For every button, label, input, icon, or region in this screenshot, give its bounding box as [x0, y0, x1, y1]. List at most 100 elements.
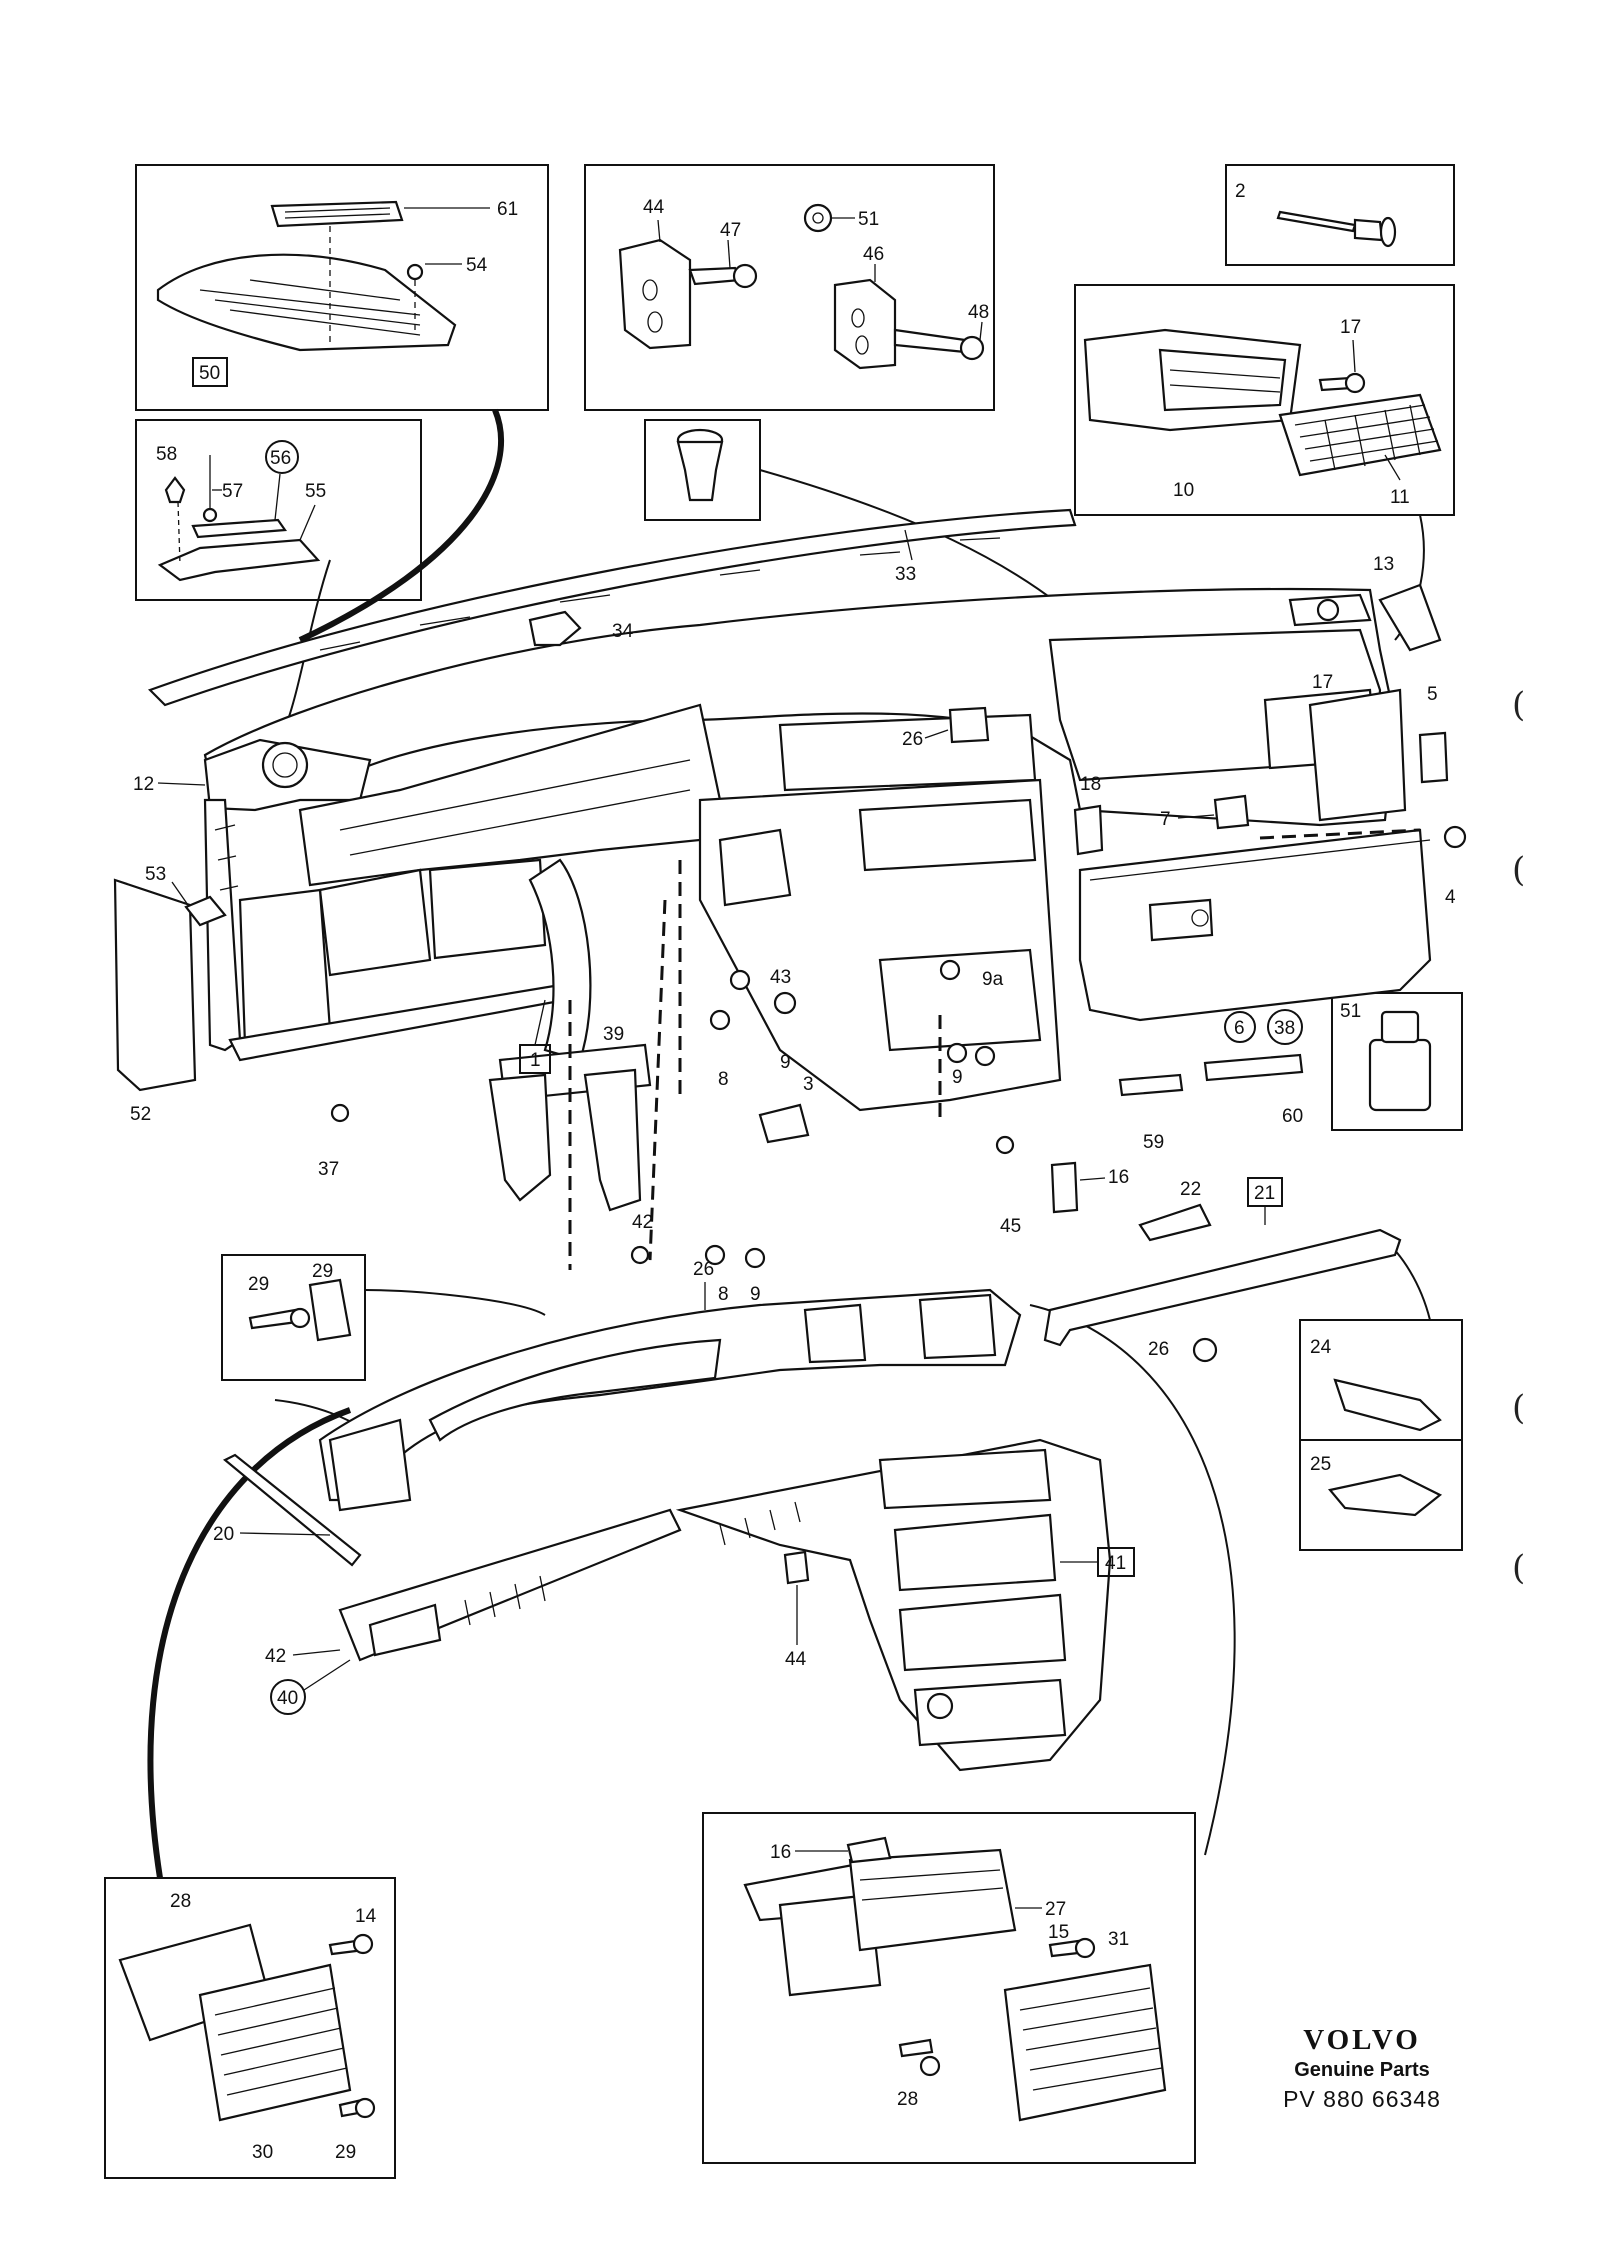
label-28: 29	[312, 1261, 333, 1282]
brand-logo: VOLVO	[1303, 2024, 1421, 2056]
label-55: 55	[305, 481, 326, 502]
inset-44-48-parts	[618, 203, 985, 370]
label-33: 34	[612, 621, 634, 642]
label-18: 16	[1108, 1167, 1129, 1188]
label-37: 43	[770, 967, 791, 988]
svg-text:6: 6	[1234, 1018, 1245, 1039]
label-26-main: 26	[693, 1259, 714, 1280]
label-9-upper: 9	[780, 1052, 791, 1073]
label-53: 52	[130, 1104, 151, 1125]
circled-label-40: 40	[270, 1679, 306, 1715]
label-35: 39	[603, 1024, 624, 1045]
inset-61-parts	[676, 428, 724, 502]
label-17-right: 15	[1048, 1922, 1069, 1943]
margin-mark-1: (	[1512, 685, 1526, 725]
svg-text:40: 40	[277, 1688, 298, 1709]
boxed-label-21: 21	[1247, 1177, 1283, 1207]
label-34: 37	[318, 1159, 339, 1180]
inset-2-parts	[1276, 210, 1397, 248]
boxed-label-50: 50	[192, 357, 228, 387]
label-24: 25	[1310, 1454, 1331, 1475]
inset-frame-49	[1331, 992, 1463, 1131]
svg-text:21: 21	[1254, 1183, 1275, 1204]
label-49-num: 51	[1340, 1001, 1361, 1022]
circled-label-6: 6	[1224, 1011, 1256, 1043]
label-11-shown: 16	[770, 1842, 791, 1863]
label-12: 10	[1173, 480, 1194, 501]
callout-curve-27-28	[364, 1289, 546, 1316]
label-43: 45	[1000, 1216, 1021, 1237]
label-19: 26	[902, 729, 923, 750]
label-52: 54	[466, 255, 488, 276]
inset-frame-55-58	[135, 419, 422, 601]
label-39-final-visible: 42	[265, 1646, 286, 1667]
inset-frame-23-24	[1299, 1319, 1463, 1551]
svg-text:50: 50	[199, 363, 220, 384]
lower-trim-assembly	[118, 1203, 1443, 2122]
label-8-lower: 8	[718, 1284, 729, 1305]
label-58: 58	[156, 444, 177, 465]
label-44: 44	[643, 197, 665, 218]
label-13: 11	[1390, 487, 1410, 508]
label-54-num: 53	[145, 864, 166, 885]
label-10: 18	[1080, 774, 1101, 795]
label-20: 20	[213, 1524, 234, 1545]
label-29-right: 28	[897, 2089, 918, 2110]
label-25: 26	[1148, 1339, 1169, 1360]
callout-curve-50	[298, 408, 505, 643]
label-26-right: 27	[1045, 1899, 1066, 1920]
label-59: 59	[1143, 1132, 1164, 1153]
label-60: 60	[1282, 1106, 1303, 1127]
inset-50-parts	[156, 200, 490, 352]
callout-curve-31	[1029, 1304, 1236, 1856]
label-17-left: 14	[355, 1906, 377, 1927]
label-9a: 9a	[982, 969, 1004, 990]
label-5: 5	[1427, 684, 1438, 705]
label-4: 4	[1445, 887, 1456, 908]
label-27: 29	[248, 1274, 269, 1295]
inset-frame-50	[135, 164, 549, 411]
inset-55-58-parts	[157, 455, 321, 582]
label-29-left-final: 29	[335, 2142, 356, 2163]
svg-text:56: 56	[270, 448, 291, 469]
label-16-main: 17	[1312, 672, 1333, 693]
label-9-right: 9	[952, 1067, 963, 1088]
brand-tagline: Genuine Parts	[1294, 2059, 1430, 2081]
label-47: 48	[968, 302, 989, 323]
label-9-lower: 9	[750, 1284, 761, 1305]
volvo-brand-block: VOLVO Genuine Parts PV 880 66348	[1262, 2024, 1462, 2113]
margin-mark-4: (	[1512, 1548, 1526, 1588]
inset-frame-30	[104, 1877, 396, 2179]
circled-label-56: 56	[265, 440, 299, 474]
svg-text:1: 1	[530, 1050, 541, 1071]
label-22: 22	[1180, 1179, 1201, 1200]
inset-frame-12-13	[1074, 284, 1455, 516]
brand-code: PV 880 66348	[1283, 2086, 1441, 2112]
label-23: 24	[1310, 1337, 1332, 1358]
label-45: 46	[863, 244, 884, 265]
margin-mark-2: (	[1512, 850, 1526, 890]
inset-12-13-parts	[1083, 328, 1442, 477]
label-51: 61	[497, 199, 518, 220]
svg-text:41: 41	[1105, 1553, 1126, 1574]
label-36: 42	[632, 1212, 653, 1233]
label-7: 7	[1160, 809, 1171, 830]
inset-frame-31	[702, 1812, 1196, 2164]
label-26-final: 28	[170, 1891, 191, 1912]
label-30: 30	[252, 2142, 273, 2163]
label-32: 33	[895, 564, 916, 585]
inset-frame-2	[1225, 164, 1455, 266]
label-31: 31	[1108, 1929, 1129, 1950]
callout-curve-30	[147, 1407, 352, 1879]
label-16-top: 17	[1340, 317, 1361, 338]
label-3: 3	[803, 1074, 814, 1095]
inset-frame-44-48	[584, 164, 995, 411]
inset-frame-27-28	[221, 1254, 366, 1381]
svg-text:38: 38	[1274, 1018, 1295, 1039]
label-8-upper: 8	[718, 1069, 729, 1090]
label-14: 12	[133, 774, 154, 795]
callout-curve-23-24	[1389, 1244, 1431, 1321]
label-48: 51	[858, 209, 879, 230]
circled-label-38: 38	[1267, 1009, 1303, 1045]
